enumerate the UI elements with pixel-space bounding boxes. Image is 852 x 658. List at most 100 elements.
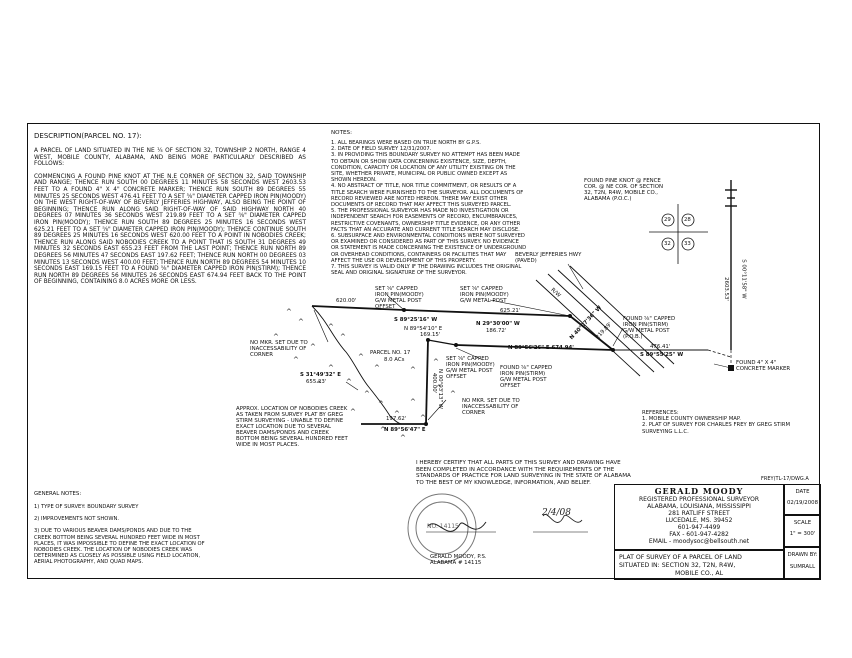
date-value: 02/19/2008 xyxy=(786,499,819,506)
label-line: FOUND ⅝" CAPPED xyxy=(500,365,553,371)
svg-text:^: ^ xyxy=(298,318,304,326)
scale-box: SCALE 1" = 300' xyxy=(784,515,821,547)
notes-title: NOTES: xyxy=(331,130,352,136)
label-line: G/W METAL POST xyxy=(446,368,493,374)
svg-text:^: ^ xyxy=(350,408,356,416)
svg-text:^: ^ xyxy=(316,380,322,388)
label-line: G/W METAL POST xyxy=(460,298,507,304)
bearing-s89-25: S 89°25'16" W xyxy=(394,317,438,323)
creek-note: APPROX. LOCATION OF NOBODIES CREEK AS TA… xyxy=(236,406,406,448)
label-line: 32, T2N, R4W, MOBILE CO., xyxy=(584,190,658,196)
label-line: (P.O.B.) xyxy=(623,334,643,340)
surveyor-line: 281 RATLIFF STREET xyxy=(668,510,730,517)
bearing-n89-56-47: N 89°56'47" E xyxy=(384,427,426,433)
svg-text:^: ^ xyxy=(358,353,364,361)
svg-text:^: ^ xyxy=(410,398,416,406)
reference-item: 2. PLAT OF SURVEY FOR CHARLES FREY BY GR… xyxy=(642,422,791,435)
note-item: 6. SUBSURFACE AND ENVIRONMENTAL CONDITIO… xyxy=(331,233,527,264)
label-line: IRON PIN(MOODY) xyxy=(375,292,424,298)
svg-text:^: ^ xyxy=(310,343,316,351)
label-line: OFFSET xyxy=(375,304,396,310)
bearing-s89-55: S 89°55'25" W xyxy=(640,352,684,358)
references-title: REFERENCES: xyxy=(642,410,679,416)
dist-625: 625.21' xyxy=(500,308,521,314)
bearing-n89-56-26: N 89°56'26" E 674.94' xyxy=(508,345,574,351)
general-notes-title: GENERAL NOTES: xyxy=(34,491,82,497)
scale-value: 1" = 300' xyxy=(789,530,816,537)
svg-text:^: ^ xyxy=(328,323,334,331)
label-line: STIRM SURVEYING - UNABLE TO DEFINE xyxy=(236,418,344,424)
plat-title-line: MOBILE CO., AL xyxy=(674,570,724,577)
note-item: 2. DATE OF FIELD SURVEY 12/31/2007. xyxy=(331,146,432,153)
highway-label: BEVERLY JEFFERIES HWY (PAVED) xyxy=(515,252,581,264)
drawn-by-box: DRAWN BY: SUMRALL xyxy=(784,547,821,580)
section-33: 33 xyxy=(684,241,691,247)
surveyor-line: FAX - 601-947-4282 xyxy=(669,531,729,538)
dist-655: 655.23' xyxy=(306,379,327,385)
label-line: ALABAMA (P.O.C.) xyxy=(584,196,632,202)
title-block: GERALD MOODY REGISTERED PROFESSIONAL SUR… xyxy=(614,484,821,580)
plat-drawing: ^^^^ ^^^^ ^^^^ ^^^^ ^^^^ ^^^^ xyxy=(273,180,737,563)
svg-text:^: ^ xyxy=(400,434,406,442)
label-line: OFFSET xyxy=(446,374,467,380)
leader-lines xyxy=(313,263,732,421)
label-line: (PAVED) xyxy=(515,258,537,264)
label-line: BEVERLY JEFFERIES HWY xyxy=(515,252,582,258)
surveyor-info-box: GERALD MOODY REGISTERED PROFESSIONAL SUR… xyxy=(614,484,784,550)
description-title: DESCRIPTION(PARCEL NO. 17): xyxy=(34,132,142,140)
general-note: 2) IMPROVEMENTS NOT SHOWN. xyxy=(34,516,119,523)
found-pine-knot-label: FOUND PINE KNOT @ FENCE COR. @ NE COR. O… xyxy=(584,178,720,202)
label-line: G/W METAL POST xyxy=(500,377,547,383)
found-pin-pob-label: FOUND ⅝" CAPPED IRON PIN(STIRM) G/W META… xyxy=(623,316,675,340)
bearing-n89-54: N 89°54'10" E xyxy=(404,326,443,332)
label-line: IRON PIN(STIRM) xyxy=(500,371,546,377)
set-pin-1-label: SET ⅝" CAPPED IRON PIN(MOODY) G/W METAL … xyxy=(375,286,424,310)
set-pin-3-label: SET ⅝" CAPPED IRON PIN(MOODY) G/W METAL … xyxy=(446,356,495,380)
set-pin-2-label: SET ⅝" CAPPED IRON PIN(MOODY) G/W METAL … xyxy=(460,286,509,304)
reference-item: 1. MOBILE COUNTY OWNERSHIP MAP. xyxy=(642,416,741,423)
general-note: 1) TYPE OF SURVEY: BOUNDARY SURVEY xyxy=(34,504,139,510)
svg-text:^: ^ xyxy=(364,390,370,398)
label-line: G/W METAL POST xyxy=(375,298,422,304)
svg-text:^: ^ xyxy=(346,378,352,386)
note-item: 4. NO ABSTRACT OF TITLE, NOR TITLE COMMI… xyxy=(331,183,524,209)
date-scribble xyxy=(542,513,583,523)
general-note: 3) DUE TO VARIOUS BEAVER DAMS/PONDS AND … xyxy=(34,528,205,566)
parcel-name: PARCEL NO. 17 xyxy=(370,350,411,356)
svg-text:^: ^ xyxy=(380,426,386,434)
handwritten-date: 2/4/08 xyxy=(542,508,571,518)
vert-distance: 2603.53' xyxy=(722,277,729,301)
no-mkr-2-label: NO MKR. SET DUE TO INACCESSABILITY OF CO… xyxy=(462,398,520,416)
svg-text:^: ^ xyxy=(433,358,439,366)
highway-row-lines xyxy=(535,265,675,377)
references: REFERENCES: 1. MOBILE COUNTY OWNERSHIP M… xyxy=(642,410,812,435)
description-para-1: A PARCEL OF LAND SITUATED IN THE NE ¼ OF… xyxy=(34,148,306,168)
section-corner-symbol xyxy=(649,204,708,264)
note-item: 7. THIS SURVEY IS VALID ONLY IF THE DRAW… xyxy=(331,264,522,277)
svg-text:^: ^ xyxy=(420,414,426,422)
label-line: FOUND 4" X 4" xyxy=(736,360,777,366)
plat-title-line: PLAT OF SURVEY OF A PARCEL OF LAND xyxy=(619,554,742,561)
label-line: SET ⅝" CAPPED xyxy=(375,286,418,292)
surveyor-line: ALABAMA, LOUISIANA, MISSISSIPPI xyxy=(647,503,751,510)
scale-label: SCALE xyxy=(793,520,812,526)
label-line: APPROX. LOCATION OF NOBODIES CREEK xyxy=(236,406,348,412)
label-line: BEAVER DAMS/PONDS AND CREEK xyxy=(236,430,329,436)
parcel-acres: 8.0 ACs xyxy=(384,357,405,363)
label-line: SET ⅝" CAPPED xyxy=(446,356,489,362)
dist-186: 186.72' xyxy=(486,328,507,334)
label-line: WIDE IN MOST PLACES. xyxy=(236,442,300,448)
note-item: 3. IN PROVIDING THIS BOUNDARY SURVEY NO … xyxy=(331,152,520,184)
notes-list: 1. ALL BEARINGS WERE BASED ON TRUE NORTH… xyxy=(331,140,527,276)
surveyor-seal xyxy=(407,493,477,563)
section-29: 29 xyxy=(664,217,671,223)
drawn-by-value: SUMRALL xyxy=(789,563,816,570)
bearing-n00-03: N 00°03'13" W xyxy=(437,368,444,410)
note-item: 1. ALL BEARINGS WERE BASED ON TRUE NORTH… xyxy=(331,140,481,146)
bearing-n29: N 29°30'00" W xyxy=(476,321,520,327)
label-line: BOTTOM BEING SEVERAL HUNDRED FEET xyxy=(236,436,348,442)
label-line: EXACT LOCATION DUE TO SEVERAL xyxy=(236,424,332,430)
label-line: FOUND PINE KNOT @ FENCE xyxy=(584,178,661,184)
svg-text:^: ^ xyxy=(293,356,299,364)
label-line: CORNER xyxy=(250,352,273,358)
